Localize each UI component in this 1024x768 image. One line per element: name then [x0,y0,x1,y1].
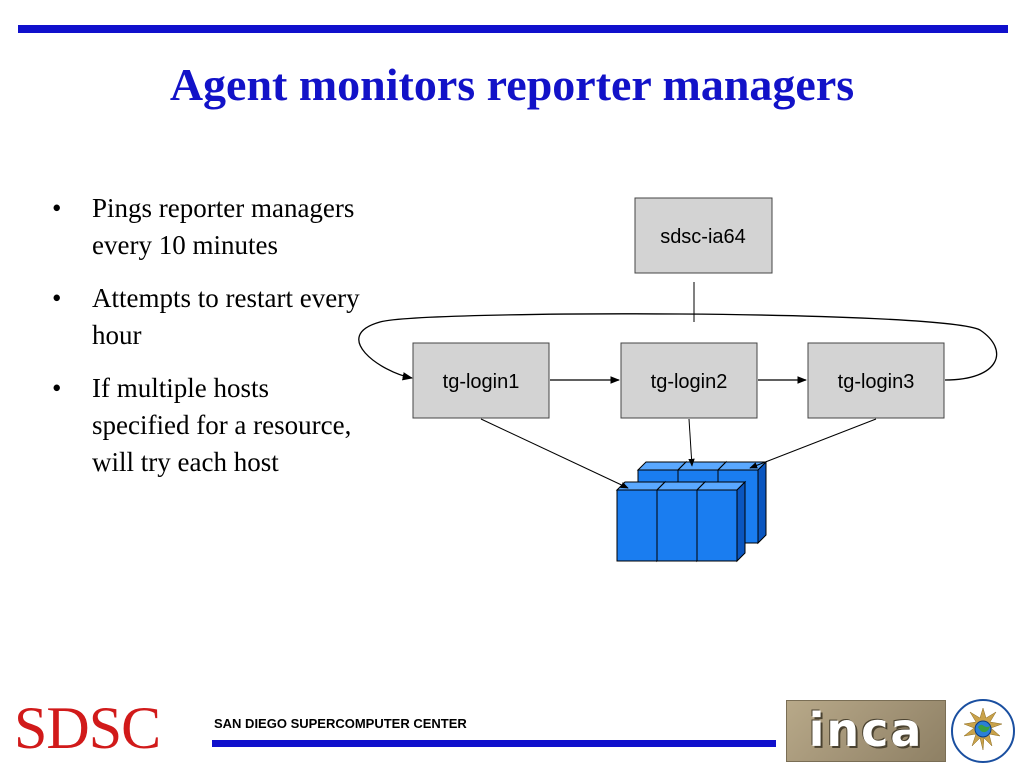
arrow-login2-to-servers [688,418,695,467]
bullet-dot: • [52,193,62,223]
login-node-2: tg-login2 [620,342,758,419]
login-node-label: tg-login1 [443,371,520,393]
server-cluster-icon [615,460,768,563]
bullet-text: If multiple hosts specified for a resour… [92,373,352,477]
inca-logo: inca [786,700,946,762]
bullet-item: • If multiple hosts specified for a resou… [52,370,372,481]
bullet-text: Attempts to restart every hour [92,283,360,350]
arrow-login3-to-servers [749,418,877,469]
nsf-seal-icon [951,699,1015,763]
top-rule [18,25,1008,33]
arrow-login1-to-servers [480,418,629,489]
inca-logo-text: inca [808,703,924,757]
bullet-dot: • [52,283,62,313]
login-node-3: tg-login3 [807,342,945,419]
login-node-label: tg-login3 [838,371,915,393]
login-node-1: tg-login1 [412,342,550,419]
agent-diagram: sdsc-ia64 tg-login1 tg-login2 tg-login3 [358,197,998,563]
sdsc-logo: SDSC [14,695,161,761]
bullet-dot: • [52,373,62,403]
bullet-item: • Pings reporter managers every 10 minute… [52,190,372,264]
footer-rule [212,740,776,747]
hub-node: sdsc-ia64 [634,197,773,274]
loop-arrow [358,313,998,381]
hub-label: sdsc-ia64 [660,226,746,248]
slide-title: Agent monitors reporter managers [169,59,855,110]
bullet-item: • Attempts to restart every hour [52,280,372,354]
login-node-label: tg-login2 [651,371,728,393]
bullet-text: Pings reporter managers every 10 minutes [92,193,355,260]
center-name: SAN DIEGO SUPERCOMPUTER CENTER [214,716,467,731]
bullet-list: • Pings reporter managers every 10 minute… [52,190,372,497]
